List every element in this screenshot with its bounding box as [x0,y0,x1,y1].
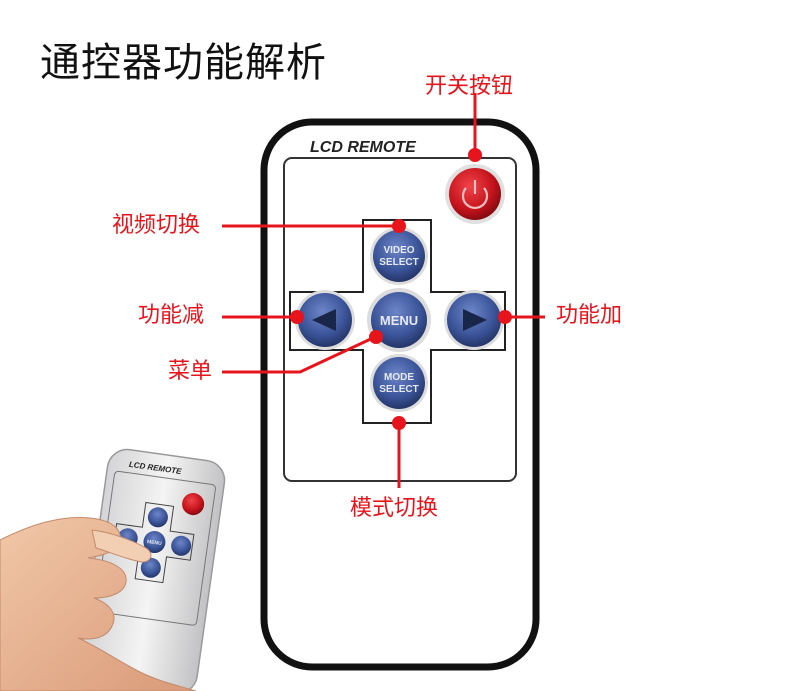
remote-brand-label: LCD REMOTE [310,139,417,156]
left-minus-button[interactable] [295,290,355,350]
page-title: 通控器功能解析 [40,40,327,86]
thumb [91,529,152,563]
power-button[interactable] [445,164,505,224]
hand-with-remote: LCD REMOTE MENU [0,448,226,691]
callout-dots [290,148,512,430]
mode-select-button[interactable]: MODE SELECT [370,354,428,412]
mode-button-label-2: SELECT [379,384,418,395]
minus-callout-dot [290,310,304,324]
hand [0,516,197,691]
mode-button-label-1: MODE [384,372,414,383]
minus-callout-label: 功能减 [138,303,205,328]
menu-callout-label: 菜单 [168,359,213,384]
video-button-label-2: SELECT [379,257,418,268]
power-callout-dot [468,148,482,162]
mode-callout-dot [392,416,406,430]
video-callout-dot [392,219,406,233]
right-arrow-icon [463,309,487,331]
video-callout-label: 视频切换 [112,213,201,238]
video-button-label-1: VIDEO [383,245,414,256]
menu-callout-line [222,335,376,374]
power-callout-label: 开关按钮 [425,74,514,99]
main-remote: LCD REMOTE VIDEO SELECT MENU [260,118,540,671]
mode-callout-label: 模式切换 [350,496,439,521]
small-menu-label: MENU [147,539,163,547]
right-plus-button[interactable] [444,290,504,350]
menu-callout-dot [369,330,383,344]
small-power-button [182,493,205,516]
plus-callout-label: 功能加 [556,303,623,328]
power-icon [461,187,489,210]
video-select-button[interactable]: VIDEO SELECT [370,227,428,285]
plus-callout-dot [498,310,512,324]
menu-button[interactable]: MENU [367,288,431,352]
left-arrow-icon [312,309,336,331]
dpad-outline [289,219,506,424]
menu-button-label: MENU [380,313,418,328]
